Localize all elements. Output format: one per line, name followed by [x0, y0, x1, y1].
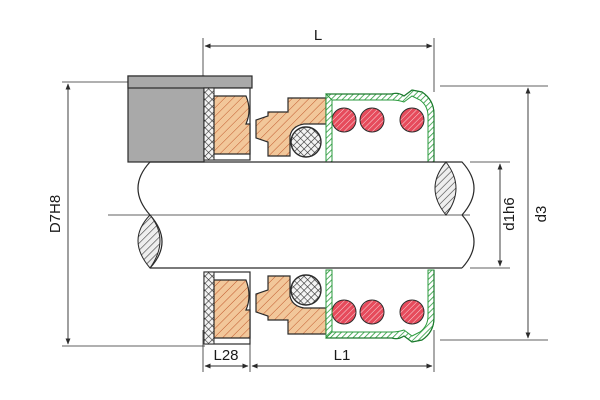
o-ring-top	[290, 126, 322, 158]
label-L28: L28	[213, 347, 238, 364]
dimension-lines	[65, 43, 531, 369]
springs-bottom	[331, 299, 425, 325]
o-ring-bottom	[290, 274, 322, 306]
rotating-ring-bottom	[255, 275, 327, 335]
extension-lines	[62, 38, 548, 372]
stationary-seat-bottom	[203, 271, 251, 345]
label-L: L	[314, 27, 322, 44]
label-L1: L1	[334, 347, 351, 364]
shaft-break-right	[434, 161, 457, 216]
stationary-seat-top	[203, 87, 251, 161]
housing-block	[127, 75, 253, 163]
springs-top	[331, 107, 425, 133]
label-d3: d3	[533, 206, 550, 223]
label-D: D7H8	[47, 195, 64, 233]
label-d1: d1h6	[501, 197, 518, 230]
casing-bottom	[324, 269, 435, 343]
shaft-break-left	[137, 214, 161, 269]
shaft	[137, 161, 475, 269]
